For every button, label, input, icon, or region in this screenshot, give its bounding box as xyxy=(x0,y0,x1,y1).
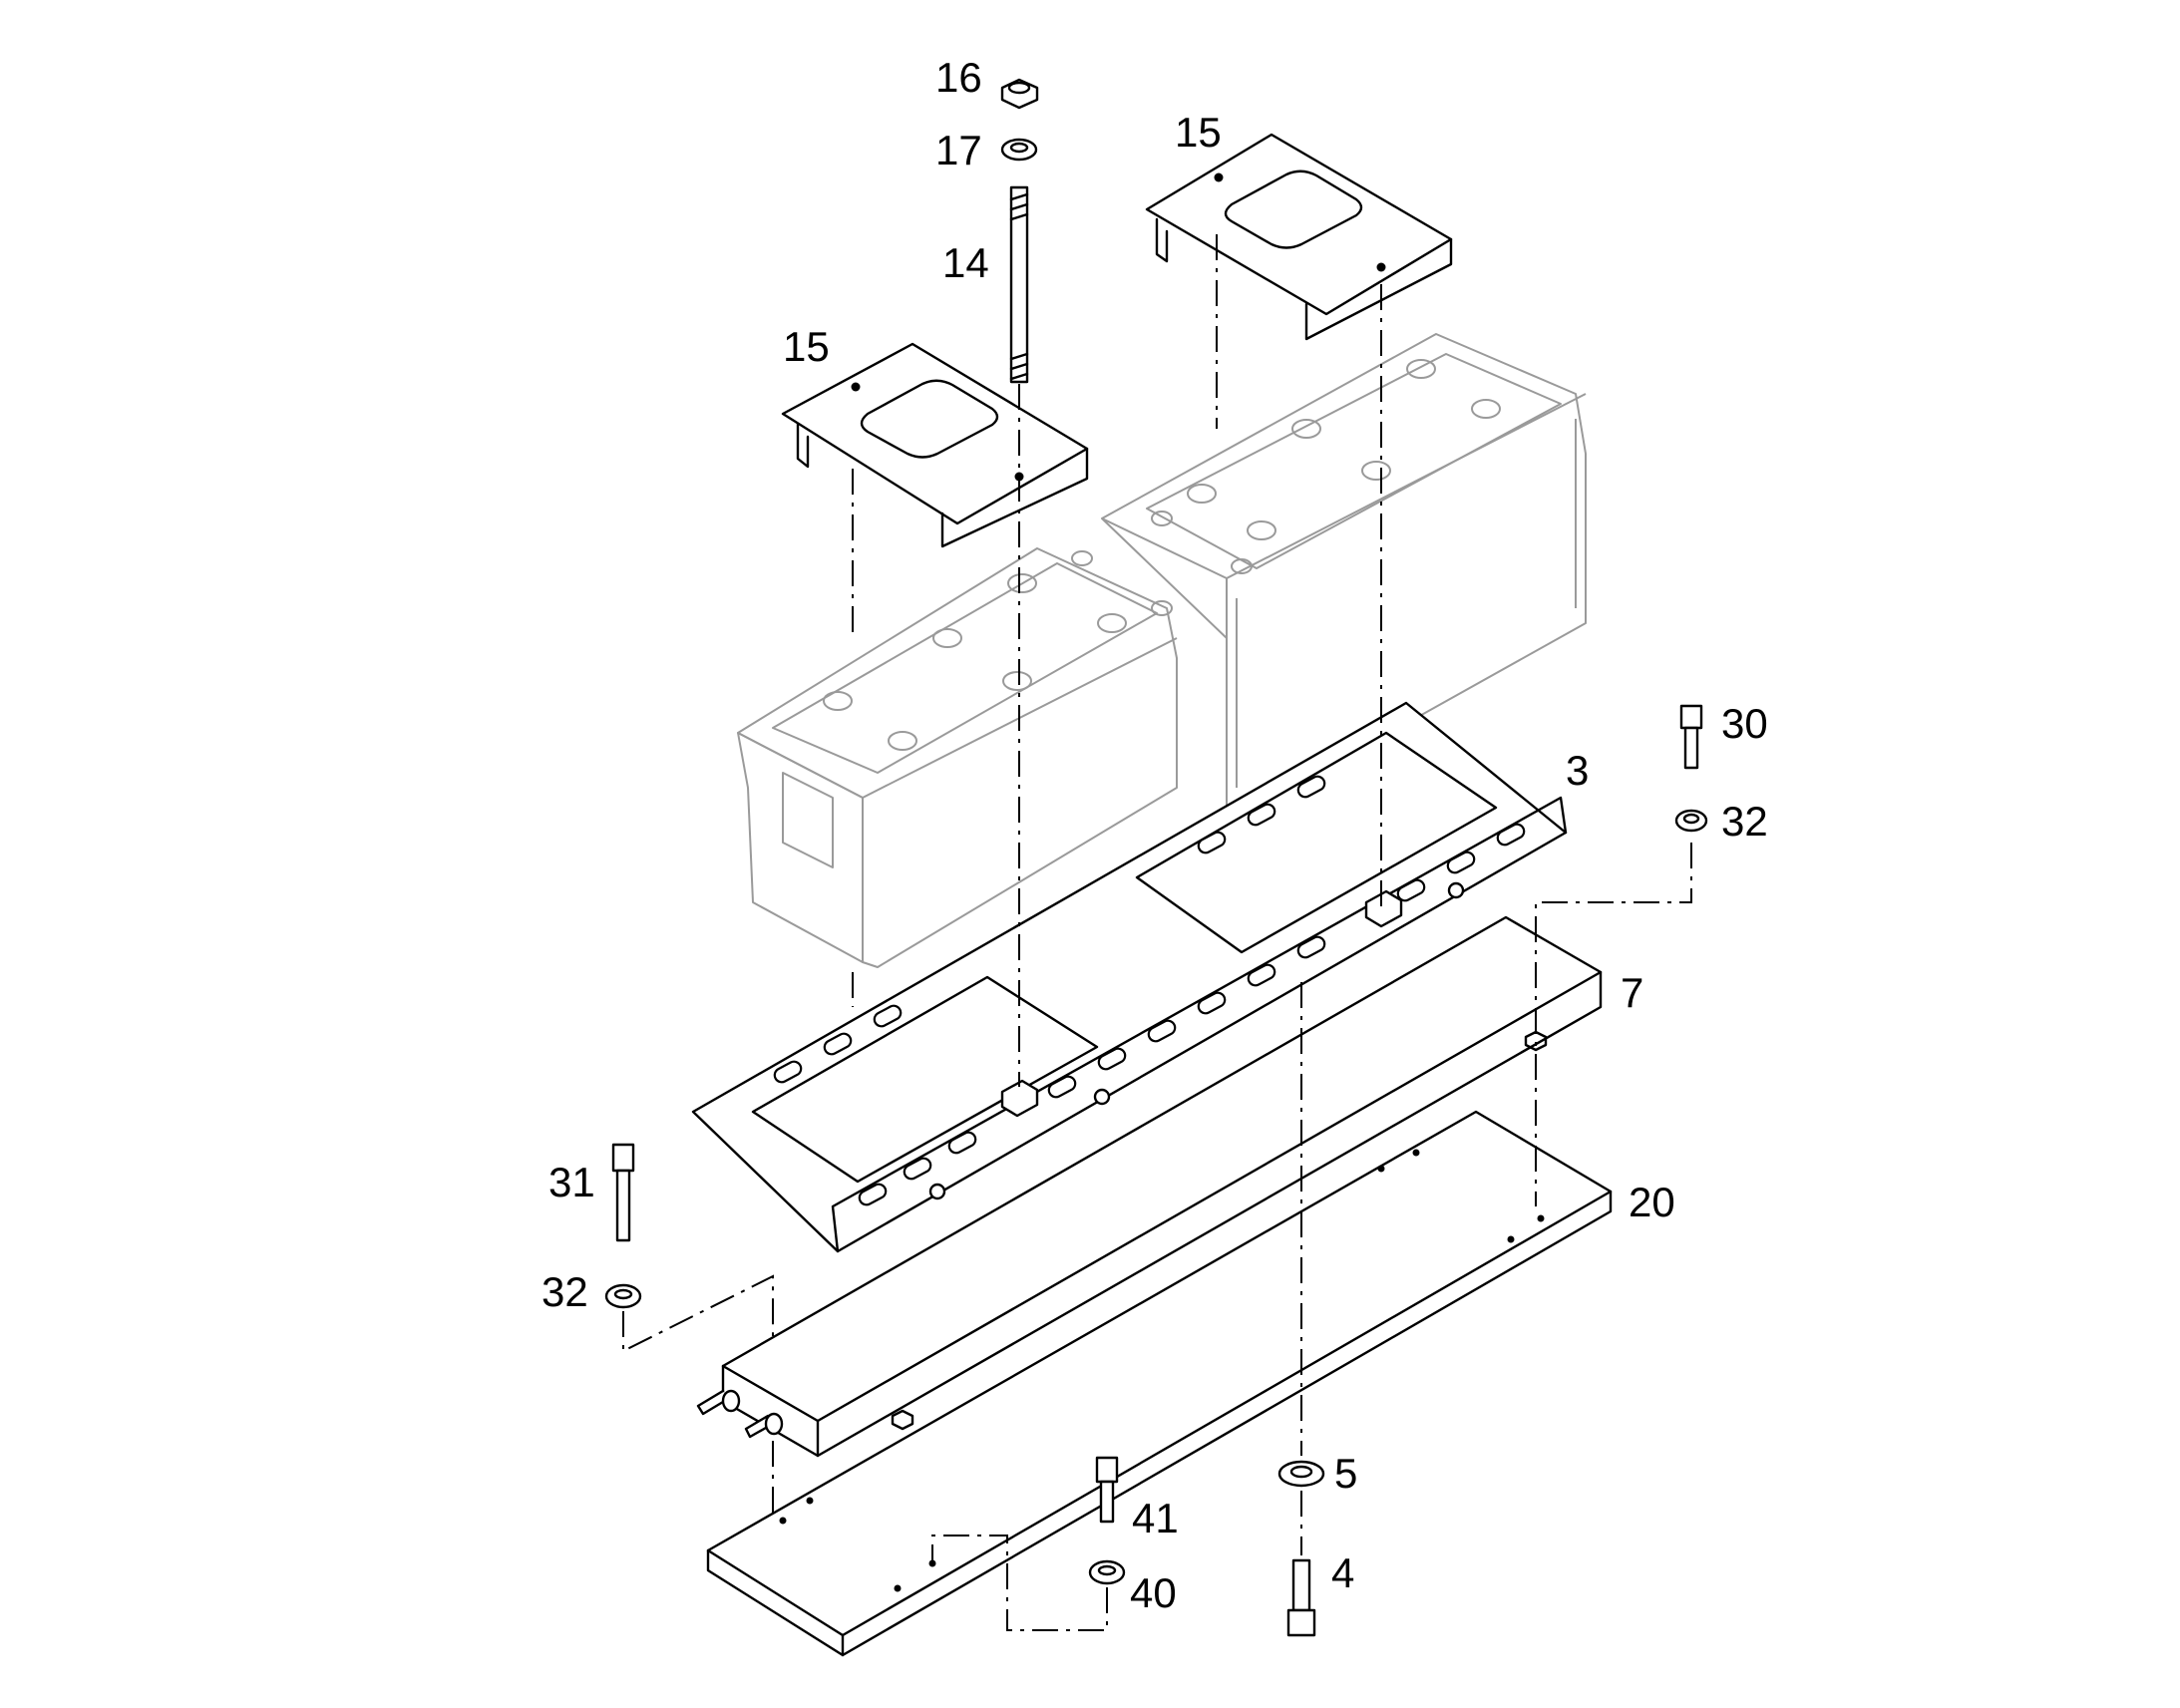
callout-20: 20 xyxy=(1629,1179,1675,1225)
callout-7: 7 xyxy=(1621,969,1643,1016)
callout-labels: 16 17 14 15 15 3 30 32 7 31 32 20 5 41 4… xyxy=(542,54,1768,1616)
washer-5 xyxy=(1277,1460,1325,1488)
callout-17: 17 xyxy=(935,127,982,173)
callout-15-right: 15 xyxy=(1175,109,1222,156)
callout-41: 41 xyxy=(1132,1495,1179,1541)
hold-down-plate-right xyxy=(1145,133,1453,341)
bolt-31 xyxy=(611,1143,635,1242)
callout-5: 5 xyxy=(1334,1450,1357,1497)
callout-31: 31 xyxy=(548,1159,595,1205)
bolt-41 xyxy=(1095,1456,1119,1524)
battery-tray xyxy=(691,701,1568,1253)
callout-40: 40 xyxy=(1130,1569,1177,1616)
threaded-stud-14 xyxy=(1009,185,1029,384)
callout-32-right: 32 xyxy=(1721,798,1768,845)
hold-down-plate-left xyxy=(781,342,1089,548)
battery-front xyxy=(737,547,1178,968)
battery-rear xyxy=(1101,333,1587,814)
washer-32-right xyxy=(1674,809,1708,833)
callout-32-left: 32 xyxy=(542,1268,588,1315)
washer-32-left xyxy=(604,1283,642,1309)
bolt-30 xyxy=(1679,704,1703,770)
callout-14: 14 xyxy=(942,239,989,286)
washer-17 xyxy=(1000,138,1038,162)
base-plate xyxy=(706,1110,1613,1657)
callout-16: 16 xyxy=(935,54,982,101)
cross-bar xyxy=(696,915,1603,1458)
tray-clamps xyxy=(928,881,1465,1200)
tray-slots xyxy=(773,775,1526,1206)
callout-30: 30 xyxy=(1721,700,1768,747)
assembly-lines xyxy=(622,234,1692,1631)
callout-3: 3 xyxy=(1566,747,1589,794)
washer-40 xyxy=(1088,1559,1126,1585)
nut-16 xyxy=(1000,78,1039,110)
callout-15-left: 15 xyxy=(783,323,830,370)
callout-4: 4 xyxy=(1331,1549,1354,1596)
bolt-4 xyxy=(1286,1558,1316,1637)
